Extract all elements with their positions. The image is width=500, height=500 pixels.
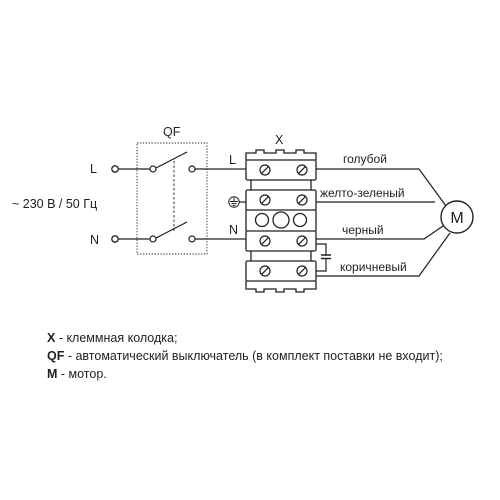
breaker-out-neutral-label: N <box>229 223 238 237</box>
legend-item: X - клеммная колодка; <box>47 329 443 347</box>
breaker-out-line-label: L <box>229 153 236 167</box>
motor-icon: M <box>440 200 474 234</box>
legend-text: - автоматический выключатель (в комплект… <box>64 349 443 363</box>
legend-key: X <box>47 331 56 345</box>
legend-item: QF - автоматический выключатель (в компл… <box>47 347 443 365</box>
input-line-terminal <box>111 165 119 173</box>
input-neutral-label: N <box>90 233 99 247</box>
screw-icon <box>296 194 308 206</box>
capacitor-icon <box>321 254 331 260</box>
terminal-block-rings <box>254 211 308 229</box>
breaker-label: QF <box>163 125 181 139</box>
screw-icon <box>259 235 271 247</box>
legend: X - клеммная колодка; QF - автоматически… <box>47 329 443 383</box>
wire-label-brown: коричневый <box>340 260 407 274</box>
screw-icon <box>296 265 308 277</box>
ground-icon <box>228 196 240 208</box>
legend-item: M - мотор. <box>47 365 443 383</box>
breaker-box <box>136 142 208 255</box>
breaker-contacts <box>149 165 196 243</box>
wire-blue <box>316 168 447 207</box>
terminal-block-label: X <box>275 133 284 147</box>
screw-icon <box>296 164 308 176</box>
screw-icon <box>259 265 271 277</box>
wire-black <box>316 223 447 240</box>
wire-label-black: черный <box>342 223 384 237</box>
legend-key: QF <box>47 349 65 363</box>
screw-icon <box>259 164 271 176</box>
legend-text: - клеммная колодка; <box>55 331 178 345</box>
terminal-screws <box>259 164 308 277</box>
motor-wires <box>316 168 451 277</box>
input-line-label: L <box>90 162 97 176</box>
motor-label: M <box>450 210 463 227</box>
input-terminals <box>111 165 119 243</box>
wire-label-yellow-green: желто-зеленый <box>320 186 405 200</box>
supply-wires <box>232 168 246 240</box>
wire-brown <box>316 232 451 277</box>
source-label: ~ 230 В / 50 Гц <box>12 197 97 211</box>
screw-icon <box>296 235 308 247</box>
legend-key: M <box>47 367 58 381</box>
screw-icon <box>259 194 271 206</box>
legend-text: - мотор. <box>57 367 107 381</box>
input-neutral-terminal <box>111 235 119 243</box>
wire-label-blue: голубой <box>343 152 387 166</box>
breaker-wiring <box>118 151 232 240</box>
